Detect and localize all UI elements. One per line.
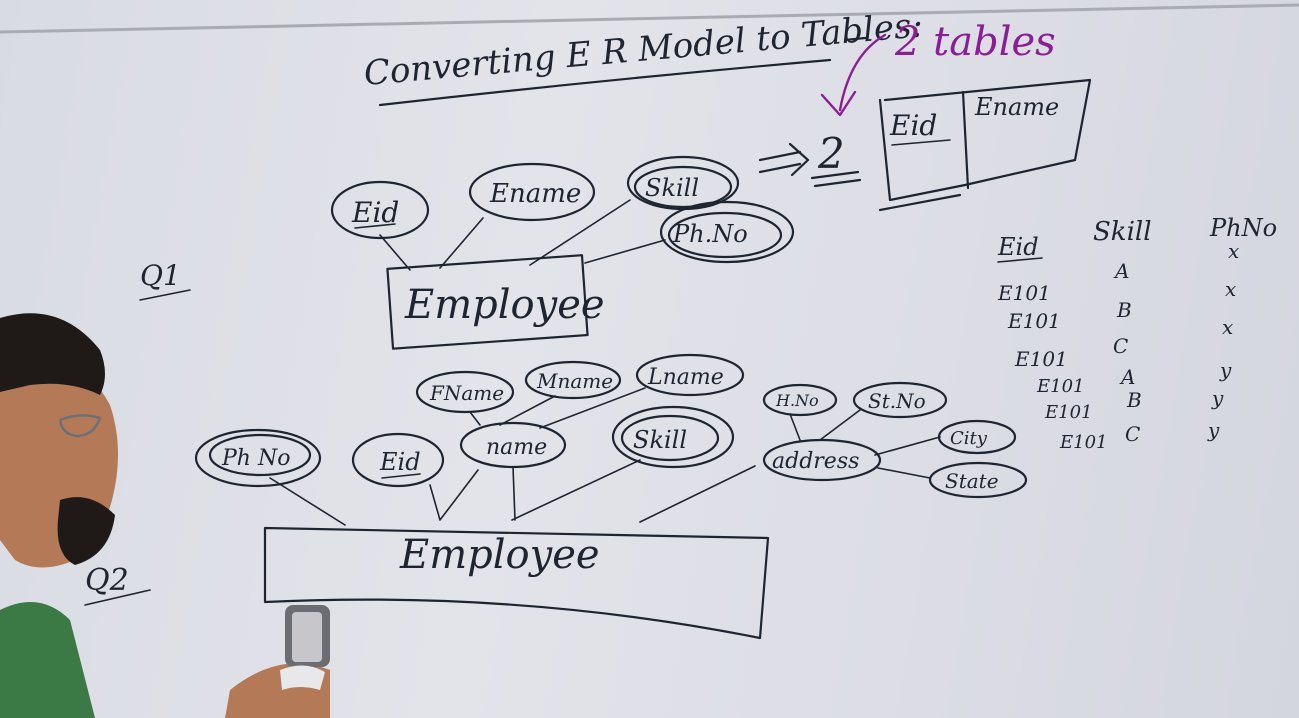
title-underline [378,58,832,107]
data-table-header-phno: PhNo [1209,214,1277,242]
q2-attr-lname-ellipse [635,353,745,397]
q1-table-col-ename: Ename [974,93,1059,121]
q1-attr-eid: Eid [351,196,399,229]
q1-label: Q1 [140,259,181,292]
data-table-row-4-phno: y [1219,358,1232,382]
q2-attr-name: name [486,435,547,460]
q1-attr-eid-ellipse [330,180,430,240]
data-table-row-3-skill: C [1113,334,1128,358]
data-table: Eid Skill PhNo E101 A x E101 B x E101 C … [997,214,1277,453]
q2-attr-skill-ellipse-outer [611,405,735,469]
q2-attr-skill: Skill [633,426,687,454]
q2-attr-eid-underline [381,473,421,479]
q1-table-eid-underline [891,139,951,146]
data-table-row-2-eid: E101 [1007,309,1061,333]
data-table-row-1-eid: E101 [997,281,1051,305]
q1-attr-phno-ellipse-outer [659,200,795,264]
q1-entity: Employee [404,282,605,328]
data-table-row-6-skill: C [1125,422,1140,446]
q2-entity-box [263,526,770,640]
data-table-row-6-phno: y [1207,418,1220,442]
data-table-header-eid: Eid [997,233,1039,261]
data-table-eid-underline [997,257,1043,263]
data-table-row-3-phno: x [1222,315,1233,339]
q2-attr-mname: Mname [536,369,613,393]
q2-attr-phno: Ph No [221,446,290,471]
q2-attr-city: City [950,428,988,449]
data-table-row-2-skill: B [1116,298,1132,322]
data-table-row-5-eid: E101 [1044,402,1093,423]
data-table-row-1-skill: A [1113,259,1129,283]
q2-attr-stno-ellipse [852,381,948,419]
q1-attr-ename-ellipse [468,162,596,222]
q2-attribute-links [269,387,941,526]
q2-attr-skill-ellipse-inner [620,414,720,462]
data-table-header-skill: Skill [1093,217,1152,247]
q2-label-underline [84,589,151,606]
q1-table-col-eid: Eid [889,109,937,142]
data-table-row-5-skill: B [1126,388,1142,412]
q1-attr-ename: Ename [489,179,581,209]
annotation-two-tables: 2 tables [894,19,1056,65]
result-underline [810,170,862,188]
q1-entity-box [386,254,589,350]
data-table-row-2-phno: x [1225,277,1236,301]
q2-label: Q2 [85,563,129,598]
data-table-row-5-phno: y [1211,386,1224,410]
data-table-row-4-skill: A [1119,365,1135,389]
q2-attr-mname-ellipse [524,360,622,400]
q1-attr-phno: Ph.No [672,220,748,248]
q2-attr-state: State [945,469,999,493]
q1-attribute-links [379,199,666,271]
q2-attr-fname-ellipse [415,370,515,414]
q2-attr-phno-ellipse-outer [194,428,322,488]
q2-attr-eid: Eid [379,448,421,476]
q2-attr-fname: FName [429,381,504,405]
q1-attr-phno-ellipse-inner [667,211,783,259]
annotation-arrow [838,33,887,112]
q2-attr-phno-ellipse-inner [208,433,312,477]
q1-label-underline [139,289,191,301]
annotation-arrowhead [820,90,857,117]
q2-attr-hno: H.No [775,391,819,410]
q1-attr-skill-ellipse-inner [633,165,733,209]
q1-table-outline [878,78,1092,212]
data-table-row-3-eid: E101 [1014,347,1068,371]
q2-attr-address: address [772,449,859,474]
q1-attr-eid-underline [354,223,396,229]
data-table-row-6-eid: E101 [1059,432,1108,453]
implies-arrow [758,142,810,177]
q1-table-divider [961,90,970,190]
result-count: 2 [817,129,845,178]
q2-attr-state-ellipse [928,461,1028,499]
q2-attr-lname: Lname [647,365,724,390]
q2-attr-eid-ellipse [351,432,445,488]
q2-entity: Employee [399,532,600,578]
q2-attr-stno: St.No [868,389,926,413]
title-dash [843,36,867,42]
data-table-row-4-eid: E101 [1036,376,1085,397]
q1-attr-skill: Skill [645,174,699,202]
q2-attr-hno-ellipse [762,383,838,417]
q2-attr-address-ellipse [762,438,882,482]
presenter-photo [0,313,330,718]
data-table-row-1-phno: x [1228,239,1239,263]
